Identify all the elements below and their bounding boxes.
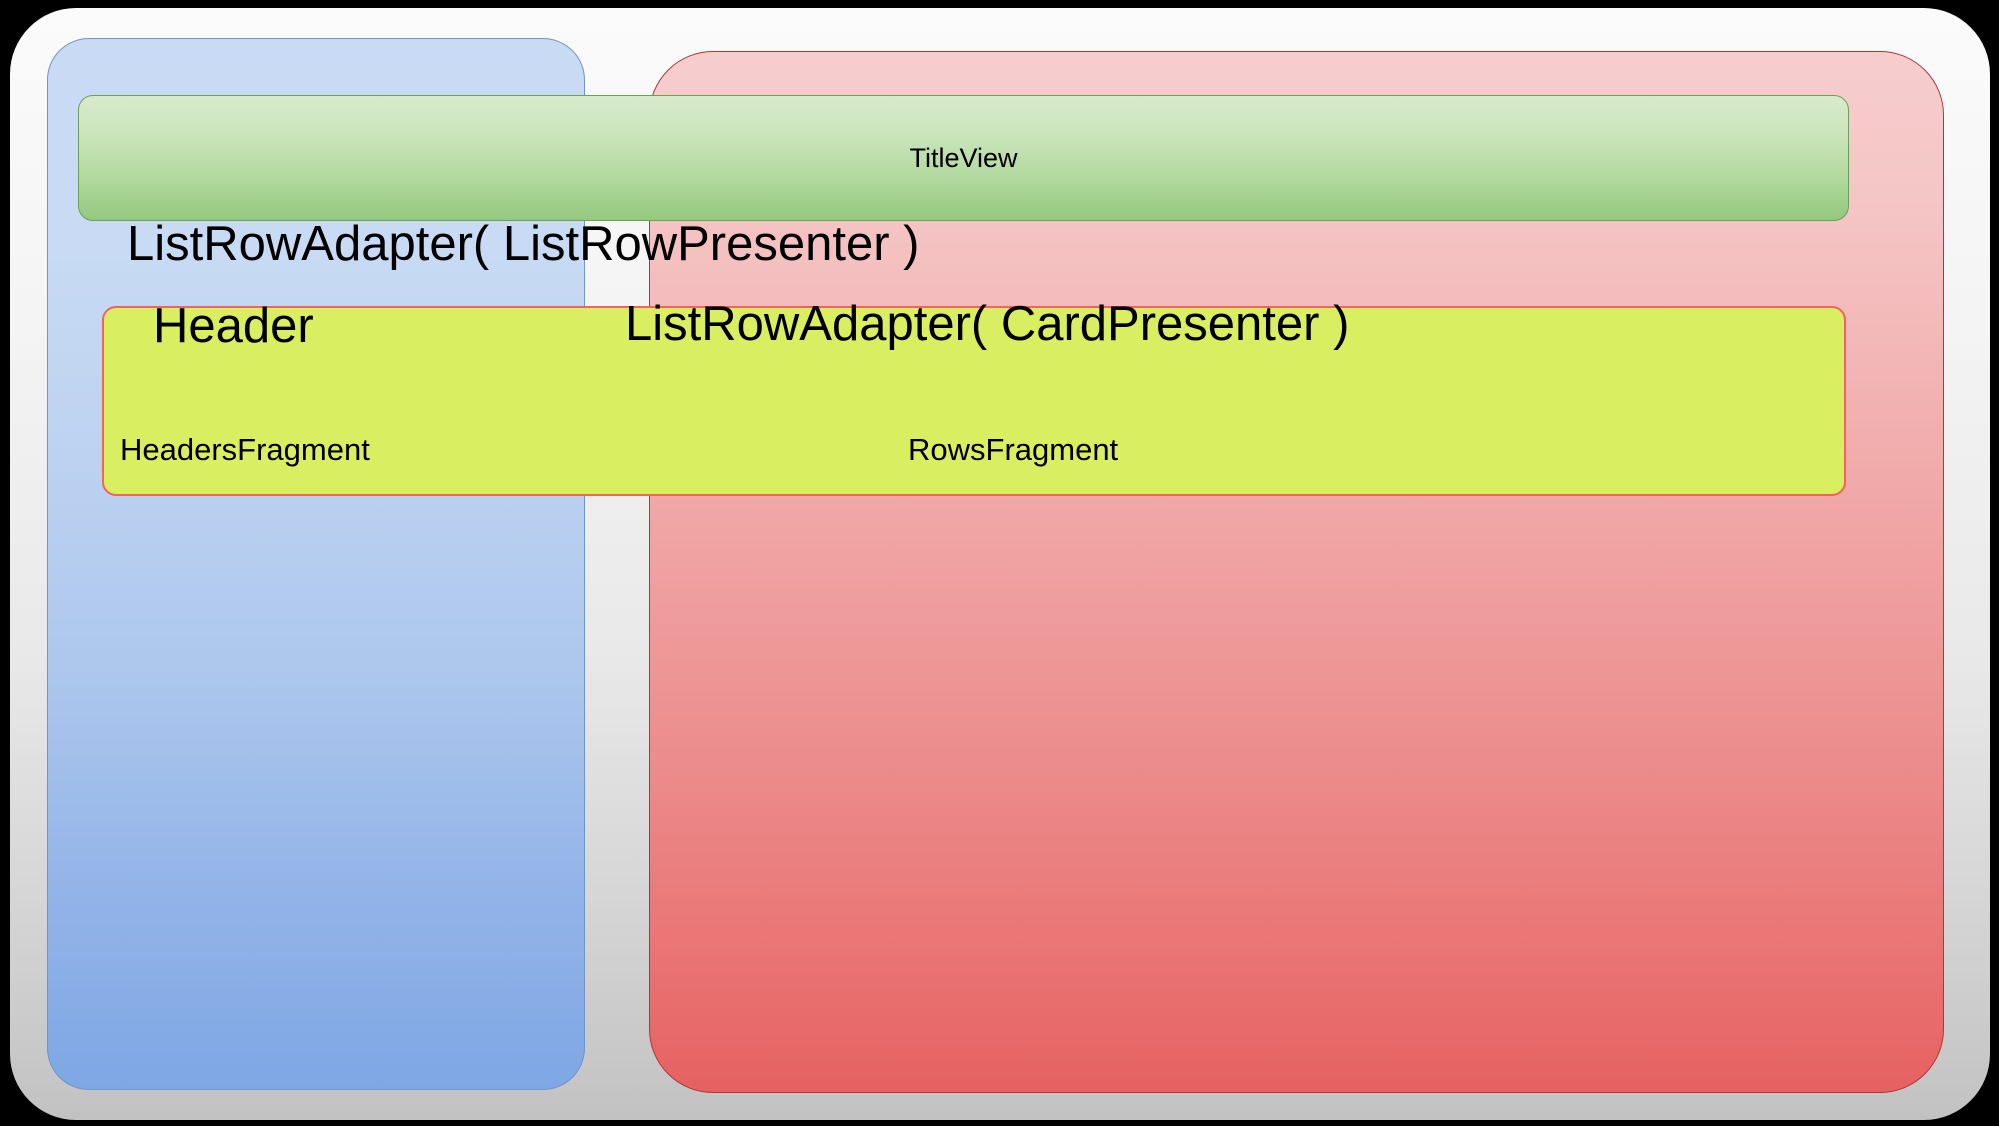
rows-fragment-label: RowsFragment <box>908 432 1119 467</box>
rows-fragment-panel <box>649 51 1944 1093</box>
list-row-adapter-list-row-presenter-label: ListRowAdapter( ListRowPresenter ) <box>127 217 920 271</box>
header-label: Header <box>153 299 314 353</box>
title-view-bar: TitleView <box>78 95 1849 221</box>
list-row-adapter-card-presenter-label: ListRowAdapter( CardPresenter ) <box>625 297 1350 351</box>
title-view-label: TitleView <box>909 142 1018 173</box>
headers-fragment-label: HeadersFragment <box>120 432 370 467</box>
outer-shell-container: TitleView ListRowAdapter( ListRowPresent… <box>10 8 1990 1120</box>
list-row-adapter-box <box>102 306 1846 496</box>
